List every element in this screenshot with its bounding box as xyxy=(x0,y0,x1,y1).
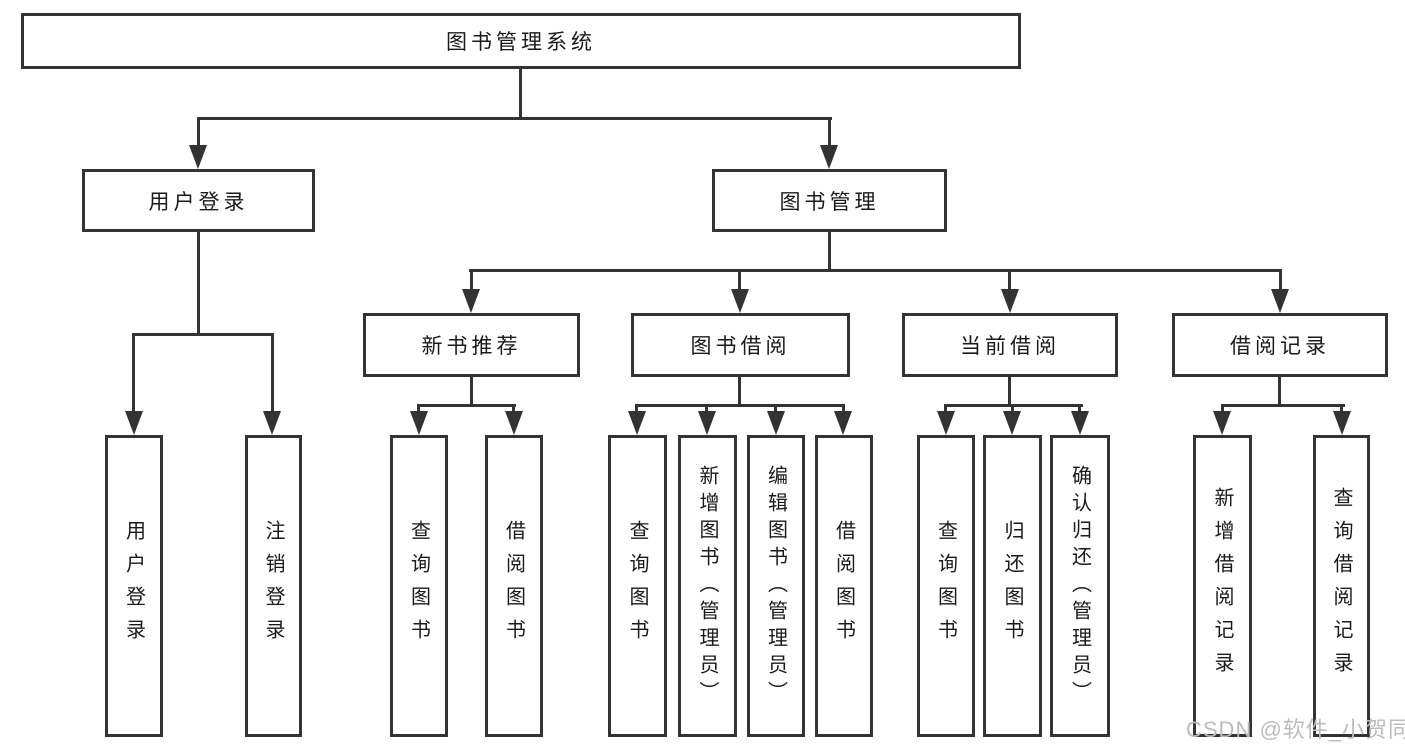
node-root: 图书管理系统 xyxy=(21,13,1021,69)
arrowhead-down-icon xyxy=(820,145,838,169)
connector-line xyxy=(197,117,832,120)
arrowhead-down-icon xyxy=(731,289,749,313)
leaf-return-book: 归还图书 xyxy=(983,435,1042,737)
arrowhead-down-icon xyxy=(628,411,646,435)
connector-line xyxy=(197,232,200,336)
connector-line xyxy=(519,69,522,119)
arrowhead-down-icon xyxy=(462,289,480,313)
leaf-add-book-admin: 新增图书（管理员） xyxy=(678,435,737,737)
node-book-management: 图书管理 xyxy=(712,169,947,232)
connector-line xyxy=(738,269,741,293)
connector-line xyxy=(738,377,741,407)
connector-line xyxy=(1279,269,1282,293)
connector-line xyxy=(417,404,516,407)
node-new-book-recommend: 新书推荐 xyxy=(363,313,580,377)
node-borrow-record: 借阅记录 xyxy=(1172,313,1388,377)
connector-line xyxy=(774,404,777,416)
arrowhead-down-icon xyxy=(1333,411,1351,435)
leaf-search-book-current: 查询图书 xyxy=(917,435,975,737)
node-current-borrow: 当前借阅 xyxy=(902,313,1118,377)
connector-line xyxy=(470,269,473,293)
connector-line xyxy=(417,404,420,416)
leaf-search-book-recommend: 查询图书 xyxy=(390,435,448,737)
node-book-borrow: 图书借阅 xyxy=(631,313,850,377)
connector-line xyxy=(635,404,638,416)
arrowhead-down-icon xyxy=(698,411,716,435)
connector-line xyxy=(1278,375,1281,407)
leaf-search-borrow-record: 查询借阅记录 xyxy=(1313,435,1370,737)
arrowhead-down-icon xyxy=(1001,289,1019,313)
node-user-login: 用户登录 xyxy=(82,169,315,232)
connector-line xyxy=(271,333,274,413)
leaf-user-login: 用户登录 xyxy=(105,435,163,737)
connector-line xyxy=(828,232,831,272)
connector-line xyxy=(197,117,200,151)
connector-line xyxy=(1340,404,1343,416)
connector-line xyxy=(1078,404,1081,416)
leaf-borrow-book-recommend: 借阅图书 xyxy=(485,435,543,737)
arrowhead-down-icon xyxy=(1003,411,1021,435)
arrowhead-down-icon xyxy=(767,411,785,435)
connector-line xyxy=(635,404,845,407)
arrowhead-down-icon xyxy=(125,411,143,435)
arrowhead-down-icon xyxy=(1071,411,1089,435)
arrowhead-down-icon xyxy=(937,411,955,435)
leaf-add-borrow-record: 新增借阅记录 xyxy=(1193,435,1252,737)
connector-line xyxy=(470,377,473,407)
arrowhead-down-icon xyxy=(1213,411,1231,435)
leaf-confirm-return-admin: 确认归还（管理员） xyxy=(1050,435,1110,737)
leaf-logout: 注销登录 xyxy=(245,435,302,737)
arrowhead-down-icon xyxy=(834,411,852,435)
connector-line xyxy=(842,404,845,416)
connector-line xyxy=(512,404,515,416)
arrowhead-down-icon xyxy=(263,411,281,435)
connector-line xyxy=(132,333,274,336)
watermark: CSDN @软件_小贺同学 xyxy=(1186,717,1405,742)
connector-line xyxy=(132,333,135,413)
connector-line xyxy=(1011,404,1014,416)
connector-line xyxy=(944,404,947,416)
leaf-edit-book-admin: 编辑图书（管理员） xyxy=(747,435,805,737)
connector-line xyxy=(1008,377,1011,407)
arrowhead-down-icon xyxy=(505,411,523,435)
connector-line xyxy=(469,269,1282,272)
connector-line xyxy=(705,404,708,416)
leaf-search-book-borrow: 查询图书 xyxy=(608,435,667,737)
arrowhead-down-icon xyxy=(410,411,428,435)
connector-line xyxy=(1008,269,1011,293)
arrowhead-down-icon xyxy=(1271,289,1289,313)
connector-line xyxy=(1221,404,1224,416)
connector-line xyxy=(1221,404,1345,407)
arrowhead-down-icon xyxy=(189,145,207,169)
connector-line xyxy=(828,117,831,151)
leaf-borrow-book: 借阅图书 xyxy=(815,435,873,737)
